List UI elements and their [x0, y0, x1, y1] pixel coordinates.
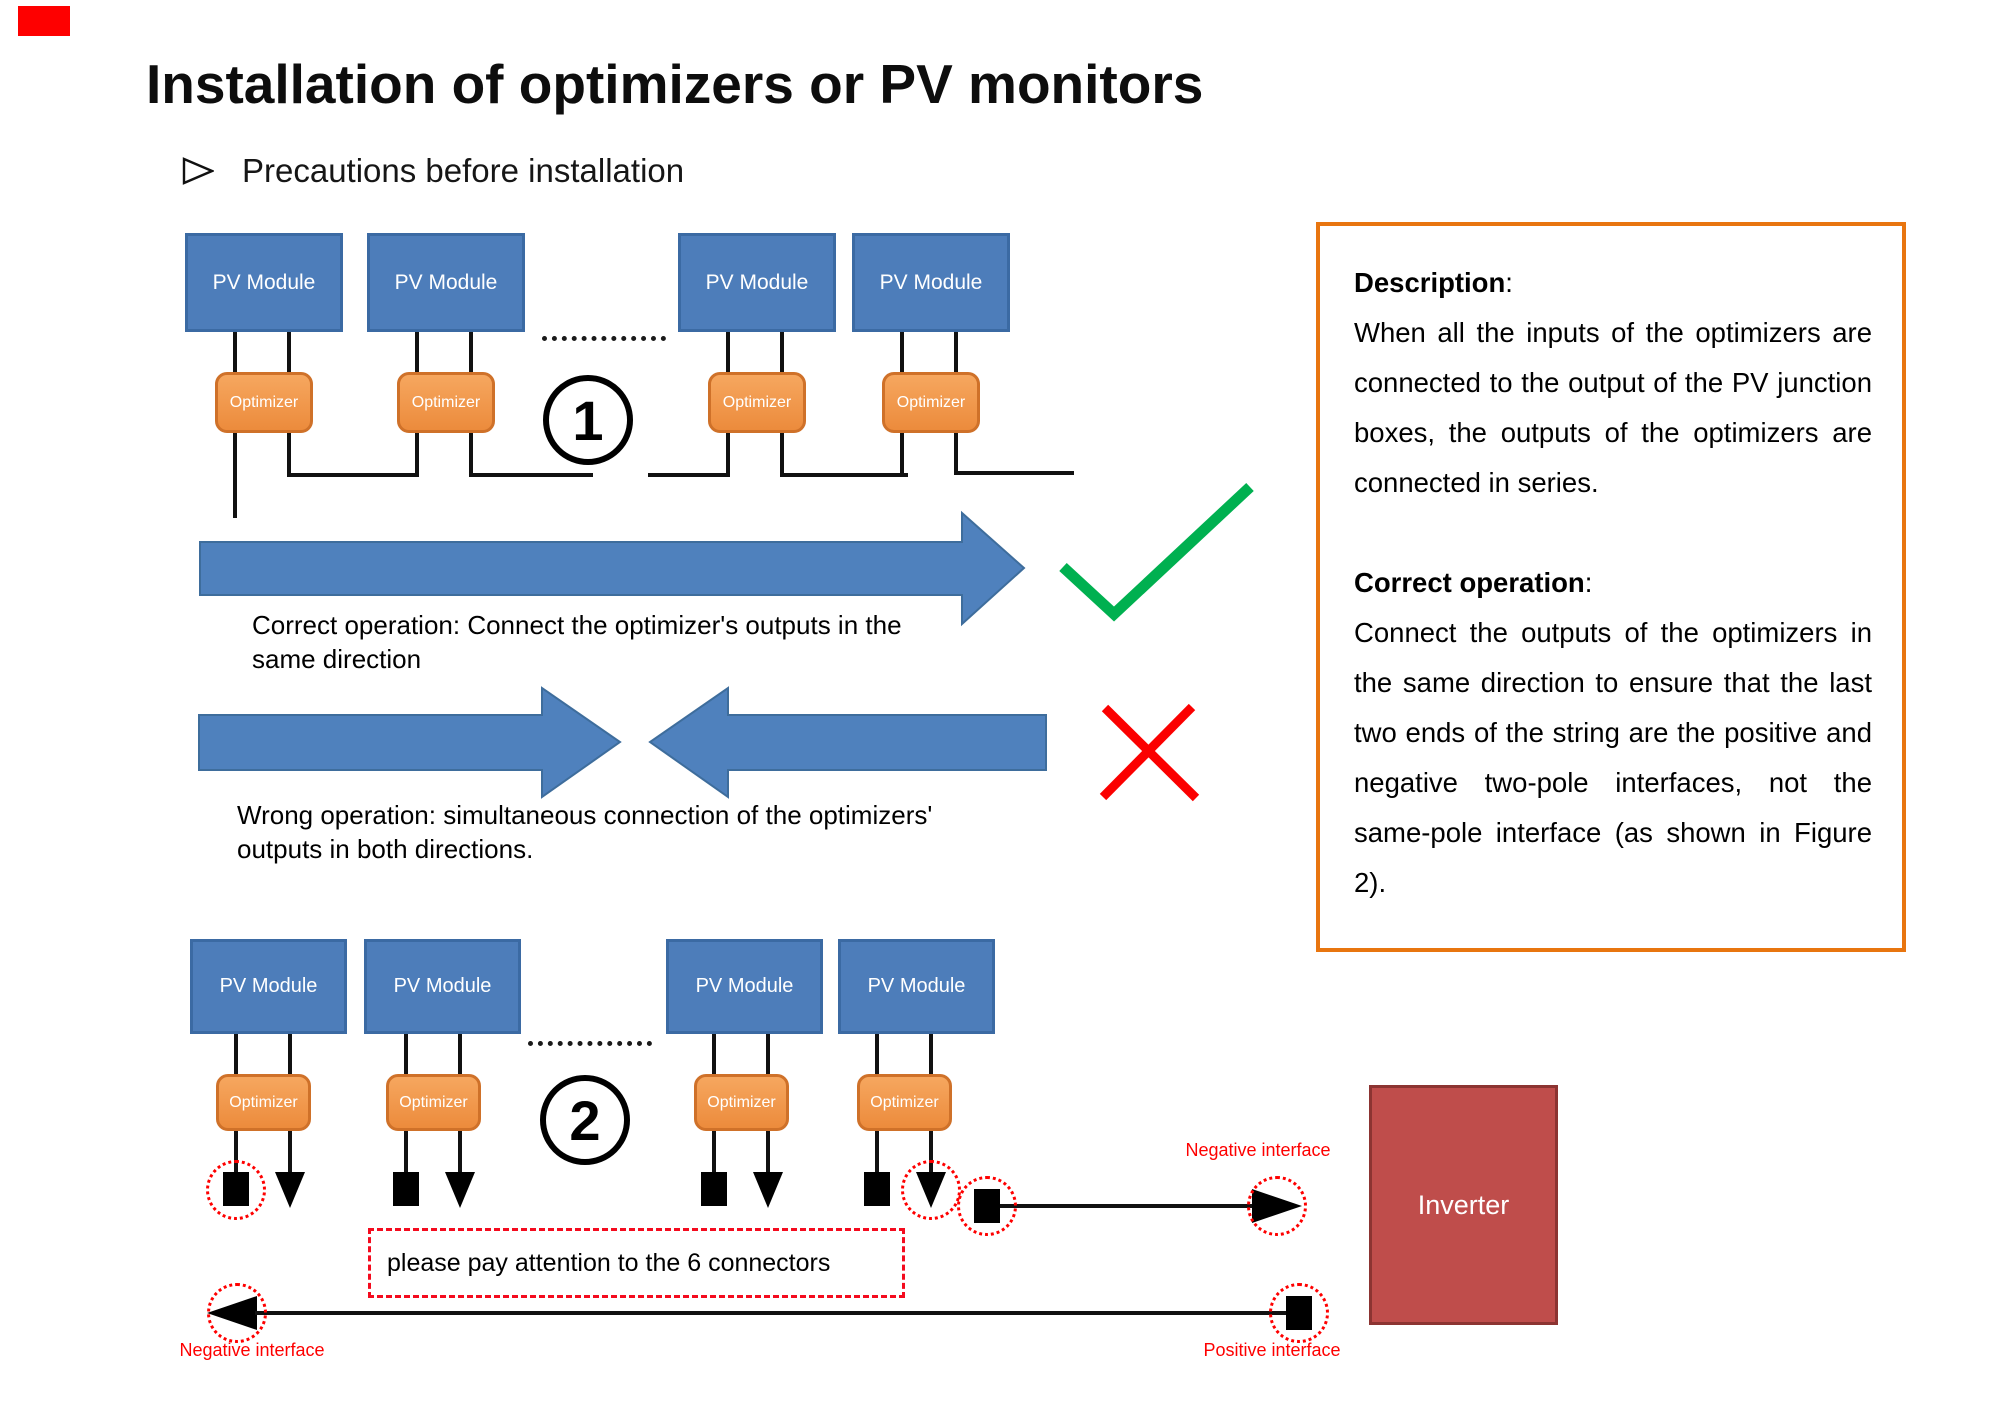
correct-operation-caption: Correct operation: Connect the optimizer…	[252, 610, 902, 674]
wire	[648, 473, 730, 477]
male-connector	[753, 1172, 783, 1208]
optimizer: Optimizer	[386, 1074, 481, 1131]
dotted-continuation	[528, 1041, 652, 1046]
description-heading: Description:	[1354, 267, 1513, 298]
wire	[458, 1034, 462, 1074]
wire	[288, 1131, 292, 1172]
connector-highlight-circle	[1247, 1176, 1307, 1236]
wire	[875, 1131, 879, 1172]
wrong-direction-arrow-left	[648, 686, 1047, 799]
pv-module: PV Module	[666, 939, 823, 1034]
pv-module: PV Module	[838, 939, 995, 1034]
wire	[404, 1131, 408, 1172]
pv-module: PV Module	[678, 233, 836, 332]
wire	[288, 1034, 292, 1074]
connector-highlight-circle	[1269, 1283, 1329, 1343]
correct-operation-heading: Correct operation:	[1354, 567, 1593, 598]
wire	[780, 332, 784, 372]
connector-highlight-circle	[206, 1160, 266, 1220]
optimizer: Optimizer	[397, 372, 495, 433]
cross-icon	[1099, 703, 1196, 801]
wire	[766, 1131, 770, 1172]
positive-interface-label: Positive interface	[1203, 1340, 1341, 1360]
optimizer: Optimizer	[694, 1074, 789, 1131]
optimizer: Optimizer	[215, 372, 313, 433]
wire	[712, 1131, 716, 1172]
pv-module: PV Module	[190, 939, 347, 1034]
male-connector	[445, 1172, 475, 1208]
wire	[875, 1034, 879, 1074]
connector-highlight-circle	[901, 1160, 961, 1220]
connector-highlight-circle	[207, 1283, 267, 1343]
wire	[415, 433, 419, 477]
negative-run-line	[1000, 1204, 1254, 1208]
wire-string-end	[233, 433, 237, 518]
wire	[469, 332, 473, 372]
wire	[415, 332, 419, 372]
optimizer: Optimizer	[216, 1074, 311, 1131]
page-title: Installation of optimizers or PV monitor…	[146, 53, 1204, 115]
positive-run-line	[255, 1311, 1286, 1315]
description-paragraph: When all the inputs of the optimizers ar…	[1354, 317, 1872, 498]
negative-interface-label: Negative interface	[179, 1340, 325, 1360]
pv-module: PV Module	[185, 233, 343, 332]
wire	[780, 433, 784, 475]
wire	[900, 433, 904, 475]
dotted-continuation	[542, 336, 666, 341]
wire	[287, 332, 291, 372]
attention-note: please pay attention to the 6 connectors	[368, 1228, 905, 1298]
female-connector	[393, 1172, 419, 1206]
wire	[234, 1131, 238, 1172]
optimizer: Optimizer	[882, 372, 980, 433]
pv-module: PV Module	[364, 939, 521, 1034]
wrong-operation-caption: Wrong operation: simultaneous connection…	[237, 800, 933, 864]
bullet-row: Precautions before installation	[182, 152, 684, 190]
bullet-arrow-icon	[182, 157, 214, 185]
female-connector	[864, 1172, 890, 1206]
negative-interface-label: Negative interface	[1185, 1140, 1331, 1160]
check-icon	[1059, 482, 1254, 622]
wire	[954, 433, 958, 474]
wire	[954, 332, 958, 372]
optimizer: Optimizer	[857, 1074, 952, 1131]
pv-module: PV Module	[367, 233, 525, 332]
wire	[458, 1131, 462, 1172]
figure1-number-badge: 1	[543, 375, 633, 465]
wire	[726, 433, 730, 475]
pv-module: PV Module	[852, 233, 1010, 332]
correct-operation-paragraph: Connect the outputs of the optimizers in…	[1354, 617, 1872, 898]
male-connector	[275, 1172, 305, 1208]
wire	[929, 1131, 933, 1172]
wrong-direction-arrow-right	[198, 686, 622, 799]
bullet-label: Precautions before installation	[242, 152, 685, 189]
wire	[780, 473, 908, 477]
correct-direction-arrow	[199, 510, 1026, 627]
wire	[712, 1034, 716, 1074]
wire	[233, 332, 237, 372]
female-connector	[701, 1172, 727, 1206]
wire	[766, 1034, 770, 1074]
figure2-number-badge: 2	[540, 1075, 630, 1165]
wire	[469, 473, 593, 477]
optimizer: Optimizer	[708, 372, 806, 433]
description-panel: Description: When all the inputs of the …	[1316, 222, 1906, 952]
corner-marker	[18, 6, 70, 36]
wire	[234, 1034, 238, 1074]
inverter-box: Inverter	[1369, 1085, 1558, 1325]
wire	[726, 332, 730, 372]
wire	[287, 433, 291, 477]
wire	[287, 473, 419, 477]
wire	[929, 1034, 933, 1074]
wire	[900, 332, 904, 372]
connector-highlight-circle	[957, 1176, 1017, 1236]
wire	[469, 433, 473, 477]
wire	[404, 1034, 408, 1074]
wire	[954, 471, 1074, 475]
